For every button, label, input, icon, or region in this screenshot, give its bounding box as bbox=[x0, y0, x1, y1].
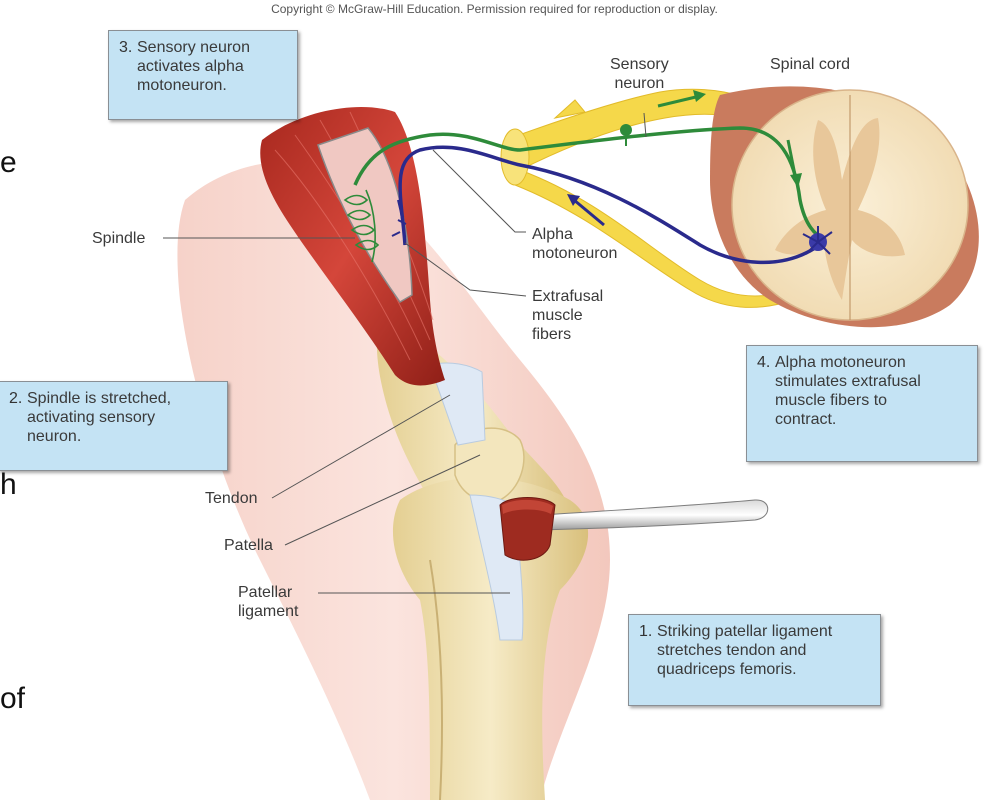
callout-step-3-number: 3. bbox=[119, 39, 133, 56]
label-alpha-motoneuron: Alpha motoneuron bbox=[532, 226, 618, 262]
callout-step-1-text: Striking patellar ligament stretches ten… bbox=[657, 623, 833, 678]
leader-lines bbox=[163, 112, 647, 594]
reflex-hammer-handle bbox=[539, 499, 769, 531]
callout-step-4-number: 4. bbox=[757, 354, 771, 371]
slide-text-fragment-3: of bbox=[0, 682, 26, 715]
callout-step-2-number: 2. bbox=[9, 390, 23, 407]
label-spindle: Spindle bbox=[92, 230, 146, 247]
label-spinal-cord: Spinal cord bbox=[770, 56, 851, 73]
slide-text-fragment-1: e bbox=[0, 146, 17, 179]
callout-step-3-text: Sensory neuron activates alpha motoneuro… bbox=[137, 39, 250, 94]
sensory-neuron-path bbox=[353, 126, 826, 242]
motor-neuron-path bbox=[398, 145, 816, 265]
label-extrafusal-muscle-fibers: Extrafusal muscle fibers bbox=[532, 288, 604, 343]
motor-arrow bbox=[567, 194, 605, 227]
label-sensory-neuron: Sensory neuron bbox=[610, 56, 669, 92]
callout-step-1: 1. Striking patellar ligament stretches … bbox=[628, 614, 881, 706]
sensory-arrow-top bbox=[657, 90, 706, 108]
callout-step-1-number: 1. bbox=[639, 623, 653, 640]
motoneuron-cell-body bbox=[802, 226, 833, 255]
copyright-notice: Copyright © McGraw-Hill Education. Permi… bbox=[271, 2, 718, 16]
sensory-arrow-down bbox=[786, 139, 802, 188]
gray-matter bbox=[775, 118, 905, 300]
callout-step-4-text: Alpha motoneuron stimulates extrafusal m… bbox=[775, 354, 921, 428]
label-patella: Patella bbox=[224, 537, 273, 554]
label-patellar-ligament: Patellar ligament bbox=[238, 584, 299, 620]
callout-step-2-text: Spindle is stretched, activating sensory… bbox=[27, 390, 172, 445]
spindle-coils bbox=[343, 189, 380, 263]
label-tendon: Tendon bbox=[205, 490, 258, 507]
quadriceps-muscle bbox=[260, 107, 445, 386]
reflex-hammer-head bbox=[499, 497, 556, 561]
callout-step-3: 3. Sensory neuron activates alpha motone… bbox=[108, 30, 298, 120]
callout-step-4: 4. Alpha motoneuron stimulates extrafusa… bbox=[746, 345, 978, 462]
callout-step-2: 2. Spindle is stretched, activating sens… bbox=[0, 381, 228, 471]
spindle-window bbox=[317, 127, 413, 303]
slide-text-fragment-2: h bbox=[0, 468, 17, 501]
